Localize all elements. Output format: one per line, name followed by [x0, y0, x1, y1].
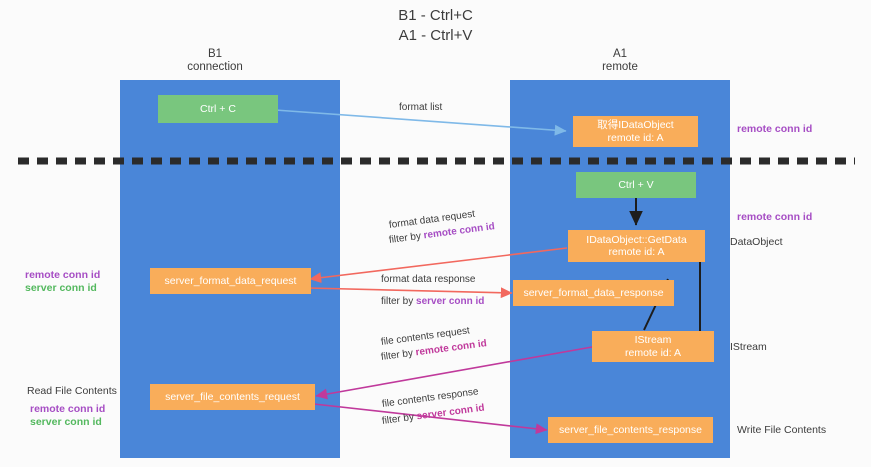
left-note-file-remote-conn-id: remote conn id — [30, 403, 106, 415]
arrow-label-format-list: format list — [399, 101, 442, 114]
box-istream[interactable]: IStream remote id: A — [592, 331, 714, 362]
box-server-file-contents-response-label: server_file_contents_response — [558, 423, 702, 436]
arrow-label-fdreq-prefix: filter by — [388, 230, 425, 246]
column-header-a1-name: A1 — [612, 48, 628, 60]
box-server-file-contents-request-label: server_file_contents_request — [165, 390, 300, 403]
box-idataobject-line2: remote id: A — [607, 131, 664, 144]
box-server-format-data-response[interactable]: server_format_data_response — [513, 280, 674, 306]
arrow-label-fdresp-prefix: filter by — [381, 296, 417, 307]
arrow-label-fcresp-prefix: filter by — [381, 411, 418, 427]
arrow-label-format-data-request: format data request filter by remote con… — [388, 209, 496, 247]
arrow-label-fcreq-prefix: filter by — [380, 347, 417, 363]
box-server-file-contents-response[interactable]: server_file_contents_response — [548, 417, 713, 443]
title-line-2: A1 - Ctrl+V — [398, 27, 473, 44]
arrow-label-file-contents-request: file contents request filter by remote c… — [380, 325, 488, 364]
box-idataobject-getdata[interactable]: IDataObject::GetData remote id: A — [568, 230, 705, 262]
box-server-format-data-request[interactable]: server_format_data_request — [150, 268, 311, 294]
box-istream-line1: IStream — [634, 334, 672, 346]
box-getdata-line1: IDataObject::GetData — [586, 233, 687, 246]
right-note-write-file-contents: Write File Contents — [737, 424, 827, 436]
page-title: B1 - Ctrl+C A1 - Ctrl+V — [0, 6, 871, 46]
column-header-b1-role: connection — [187, 61, 243, 73]
left-note-format-filters: remote conn id server conn id — [25, 269, 100, 295]
box-ctrl-v[interactable]: Ctrl + V — [576, 172, 696, 198]
column-header-a1: A1 remote — [560, 48, 680, 74]
box-server-file-contents-request[interactable]: server_file_contents_request — [150, 384, 315, 410]
arrow-label-format-list-line1: format list — [399, 102, 443, 113]
left-note-server-conn-id: server conn id — [25, 282, 97, 294]
box-ctrl-v-label: Ctrl + V — [618, 178, 654, 191]
box-idataobject-line1: 取得IDataObject — [597, 119, 674, 131]
box-server-format-data-request-label: server_format_data_request — [164, 274, 297, 287]
column-header-a1-role: remote — [602, 61, 638, 73]
column-header-b1-name: B1 — [207, 48, 223, 60]
arrow-label-fdresp-line1: format data response — [381, 274, 476, 285]
right-note-top-remote-conn-id: remote conn id — [737, 123, 813, 135]
arrow-label-fdresp-line2: filter by server conn id — [381, 295, 484, 308]
left-note-file-server-conn-id: server conn id — [30, 416, 102, 428]
title-line-1: B1 - Ctrl+C — [398, 7, 473, 24]
box-idataobject[interactable]: 取得IDataObject remote id: A — [573, 116, 698, 147]
box-istream-line2: remote id: A — [624, 346, 682, 359]
arrow-label-file-contents-response: file contents response filter by server … — [381, 386, 486, 428]
arrow-label-fcresp-key: server conn id — [415, 402, 486, 423]
column-header-b1: B1 connection — [155, 48, 275, 74]
box-getdata-line2: remote id: A — [608, 246, 665, 258]
right-note-dataobject: DataObject — [730, 236, 783, 248]
box-ctrl-c-label: Ctrl + C — [200, 102, 236, 115]
left-note-remote-conn-id: remote conn id — [25, 269, 101, 281]
left-note-file-filters: remote conn id server conn id — [30, 403, 105, 429]
arrow-label-format-data-response: format data response filter by server co… — [381, 273, 484, 308]
box-ctrl-c[interactable]: Ctrl + C — [158, 95, 278, 123]
arrow-label-fdresp-key: server conn id — [416, 296, 485, 307]
left-note-read-file-contents: Read File Contents — [27, 385, 117, 397]
right-note-istream: IStream — [730, 341, 767, 353]
box-server-format-data-response-label: server_format_data_response — [523, 286, 664, 299]
right-note-mid-remote-conn-id: remote conn id — [737, 211, 813, 223]
